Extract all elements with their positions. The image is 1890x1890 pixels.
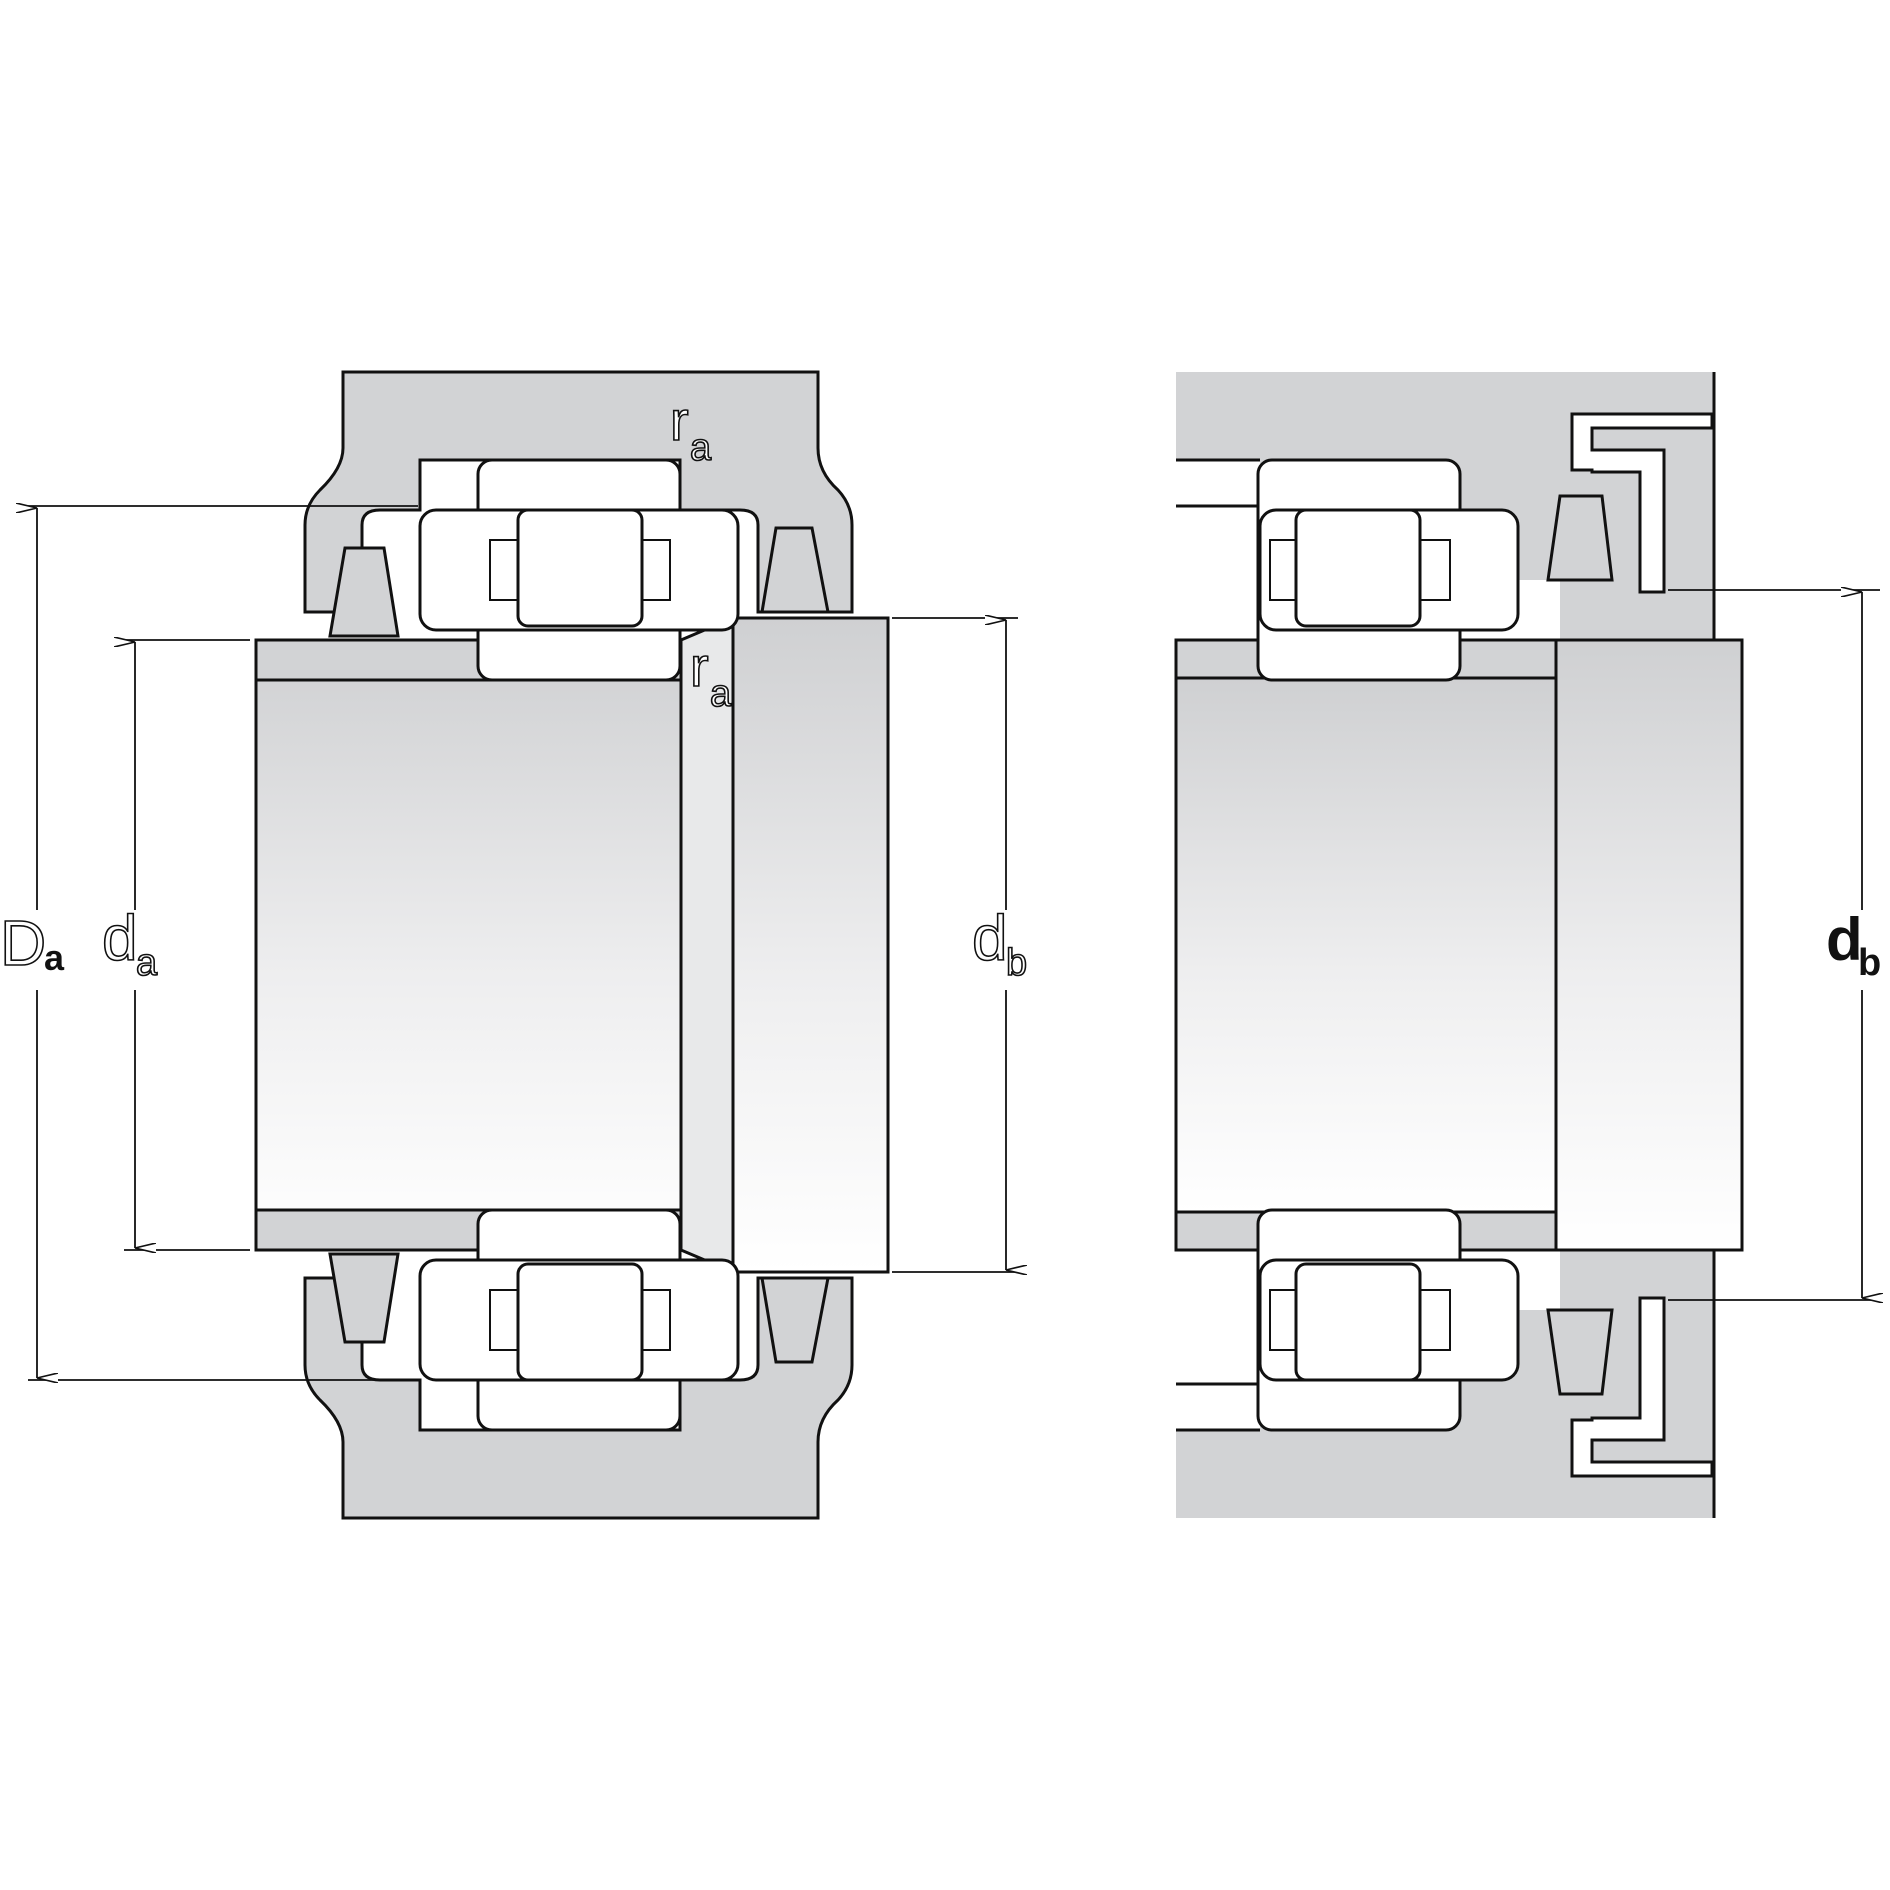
left-shaft-section-a [254, 638, 683, 1252]
db-label: d b [971, 901, 1028, 985]
svg-text:b: b [1006, 942, 1027, 984]
svg-text:r: r [690, 635, 709, 698]
right-seal-bottom [1546, 1308, 1614, 1396]
right-top-bearing [1256, 458, 1520, 682]
da-label: d a [101, 901, 159, 985]
roller [516, 508, 644, 628]
svg-text:b: b [1858, 942, 1881, 984]
ra-label-bottom: r a [689, 634, 733, 716]
left-seal-bottom-left [328, 1252, 400, 1344]
right-seal-top [1546, 494, 1614, 582]
left-seal-bottom-right [760, 1276, 830, 1364]
left-top-bearing [418, 458, 740, 682]
D-label: D a [0, 906, 65, 980]
left-bottom-bearing [418, 1208, 740, 1432]
left-shaft-section-b [731, 616, 890, 1274]
roller [1294, 1262, 1422, 1382]
svg-text:a: a [136, 942, 158, 984]
svg-text:d: d [1826, 906, 1863, 973]
right-labyrinth-top [1570, 412, 1714, 594]
left-spacer [679, 615, 735, 1275]
left-seal-top-right [760, 526, 830, 614]
roller [516, 1262, 644, 1382]
left-housing-top [303, 370, 854, 614]
right-shaft [1174, 676, 1558, 1214]
ra-label-top: r a [669, 388, 713, 470]
right-db-label: d b [1826, 906, 1881, 984]
right-bearing-view: d b [1174, 372, 1881, 1518]
svg-text:a: a [710, 673, 732, 715]
left-housing-bottom [303, 1276, 854, 1520]
right-labyrinth-bottom [1570, 1296, 1714, 1478]
svg-text:d: d [102, 902, 138, 974]
roller [1294, 508, 1422, 628]
right-bottom-bearing [1256, 1208, 1520, 1432]
left-bearing-view: D a d a d b r a r a [0, 370, 1028, 1520]
svg-text:D: D [0, 907, 46, 979]
right-shaft-step [1554, 638, 1744, 1252]
left-seal-top-left [328, 546, 400, 638]
svg-text:r: r [670, 389, 689, 452]
svg-text:d: d [972, 902, 1008, 974]
svg-text:a: a [44, 937, 65, 978]
svg-text:a: a [690, 427, 712, 469]
